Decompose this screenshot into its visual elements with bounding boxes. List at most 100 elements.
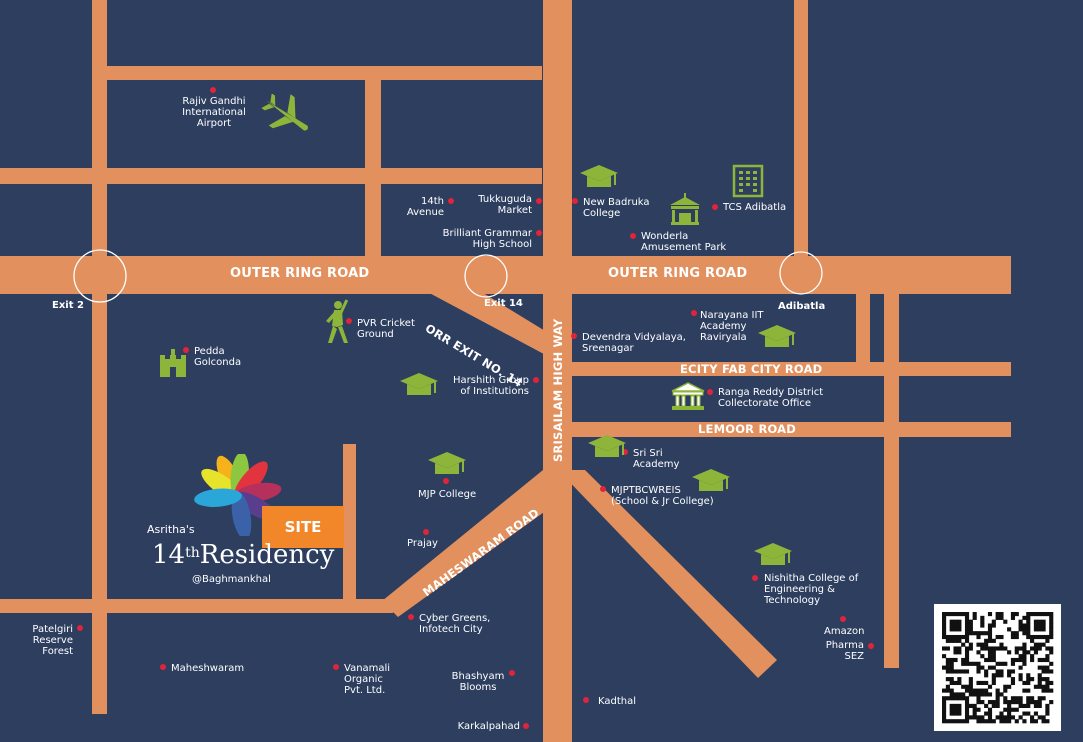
qr-module [942, 703, 947, 708]
qr-module [987, 612, 993, 617]
qr-module [1045, 657, 1050, 663]
wonderla-marker [630, 233, 636, 239]
qr-module [972, 612, 977, 617]
qr-module [1010, 700, 1016, 705]
qr-module [953, 707, 958, 712]
qr-module [942, 700, 947, 705]
qr-module [942, 696, 947, 701]
qr-module [964, 623, 970, 628]
qr-module [1045, 703, 1050, 708]
qr-module [1049, 646, 1054, 651]
qr-module [942, 623, 947, 628]
qr-module [1007, 719, 1012, 724]
qr-module [987, 700, 993, 705]
qr-module [984, 711, 989, 716]
qr-module [1037, 700, 1042, 705]
qr-module [1033, 612, 1038, 617]
qr-module [987, 631, 993, 636]
qr-module [957, 650, 962, 655]
qr-module [957, 707, 962, 712]
road-ecity-fab-city [572, 362, 1011, 376]
qr-module [968, 677, 973, 682]
qr-module [964, 707, 970, 712]
qr-module [984, 657, 989, 663]
qr-module [1049, 619, 1054, 624]
adibatla-circle [779, 251, 823, 295]
qr-module [1003, 619, 1008, 624]
qr-module [1018, 657, 1023, 663]
qr-module [942, 711, 947, 716]
qr-module [976, 688, 981, 693]
qr-module [957, 677, 962, 682]
qr-module [999, 634, 1004, 640]
qr-module [1010, 680, 1016, 686]
qr-module [980, 688, 985, 693]
qr-module [1014, 612, 1019, 617]
qr-module [995, 703, 1000, 708]
qr-module [942, 715, 947, 720]
qr-module [1045, 684, 1050, 689]
qr-module [968, 627, 973, 632]
amazon-label: Amazon [824, 626, 865, 637]
prajay-label: Prajay [407, 538, 438, 549]
qr-module [953, 634, 958, 640]
qr-module [968, 692, 973, 697]
qr-module [1041, 669, 1046, 674]
qr-module [1026, 650, 1031, 655]
qr-module [942, 654, 947, 659]
qr-module [961, 684, 966, 689]
qr-module [953, 703, 958, 708]
qr-module [1049, 680, 1054, 686]
road-top-horizontal [92, 66, 542, 80]
qr-module [984, 642, 989, 647]
maheshwaram-marker [160, 664, 166, 670]
qr-module [964, 627, 970, 632]
qr-module [1018, 703, 1023, 708]
qr-module [984, 673, 989, 678]
qr-module [987, 692, 993, 697]
qr-module [1030, 677, 1035, 682]
qr-module [1037, 627, 1042, 632]
qr-module [1026, 634, 1031, 640]
qr-module [1018, 715, 1023, 720]
qr-module [984, 680, 989, 686]
maheshwaram-label: Maheshwaram [171, 663, 245, 674]
qr-module [1010, 677, 1016, 682]
qr-module [961, 612, 966, 617]
qr-module [1030, 657, 1035, 663]
qr-module [991, 703, 996, 708]
qr-module [949, 619, 954, 624]
qr-module [1022, 615, 1027, 620]
cyber-marker [408, 614, 414, 620]
patelgiri-marker [77, 625, 83, 631]
qr-module [1037, 715, 1042, 720]
qr-module [972, 703, 977, 708]
qr-module [984, 703, 989, 708]
qr-module [995, 615, 1000, 620]
qr-module [991, 665, 996, 670]
qr-module [1041, 665, 1046, 670]
qr-module [1037, 696, 1042, 701]
qr-module [1022, 631, 1027, 636]
qr-module [1045, 612, 1050, 617]
qr-module [1007, 707, 1012, 712]
qr-module [980, 619, 985, 624]
cyber-label: Cyber Greens,Infotech City [419, 613, 491, 635]
qr-module [976, 715, 981, 720]
qr-module [957, 692, 962, 697]
qr-module [1037, 673, 1042, 678]
qr-module [1003, 688, 1008, 693]
qr-module [1030, 634, 1035, 640]
qr-module [999, 719, 1004, 724]
qr-module [1045, 638, 1050, 643]
qr-module [1018, 623, 1023, 628]
qr-module [945, 669, 950, 674]
qr-module [972, 615, 977, 620]
qr-module [976, 707, 981, 712]
